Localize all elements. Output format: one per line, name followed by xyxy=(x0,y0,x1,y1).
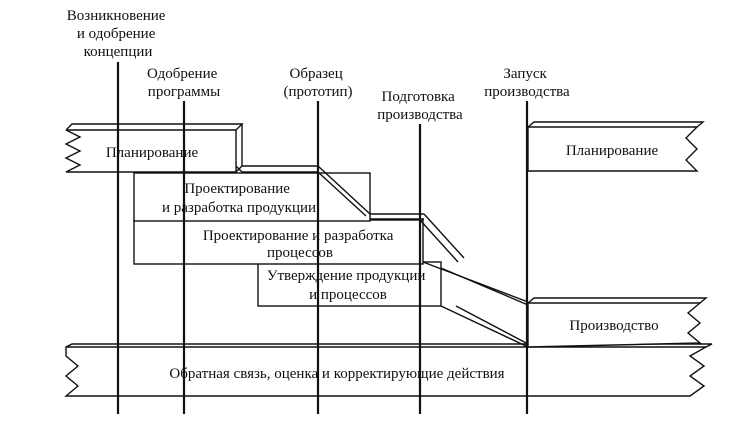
milestone-program-label: Одобрение программы xyxy=(147,66,221,100)
phase-connectors xyxy=(235,165,529,348)
feedback-label: Обратная связь, оценка и корректирующие … xyxy=(169,366,504,382)
product-design-box: Проектирование и разработка продукции xyxy=(133,172,371,222)
production-label: Производство xyxy=(569,318,658,334)
validation-box: Утверждение продукции и процессов xyxy=(257,261,442,307)
process-design-box: Проектирование и разработка процессов xyxy=(133,219,424,265)
process-design-label: Проектирование и разработка процессов xyxy=(203,228,397,261)
planning-band-left: Планирование xyxy=(64,123,244,173)
planning-left-label: Планирование xyxy=(106,145,199,161)
milestone-lines xyxy=(116,62,529,414)
milestone-labels: Возникновение и одобрение концепции Одоб… xyxy=(67,8,570,123)
milestone-prototype-label: Образец (прототип) xyxy=(283,66,352,100)
feedback-band: Обратная связь, оценка и корректирующие … xyxy=(64,343,713,397)
production-band: Производство xyxy=(527,297,708,348)
milestone-launch-label: Запуск производства xyxy=(484,66,570,100)
milestone-concept-label: Возникновение и одобрение концепции xyxy=(67,8,169,60)
planning-right-label: Планирование xyxy=(566,143,659,159)
validation-label: Утверждение продукции и процессов xyxy=(267,268,429,303)
milestone-preproduction-label: Подготовка производства xyxy=(377,89,463,123)
planning-band-right: Планирование xyxy=(527,121,705,172)
product-design-label: Проектирование и разработка продукции xyxy=(162,181,316,216)
